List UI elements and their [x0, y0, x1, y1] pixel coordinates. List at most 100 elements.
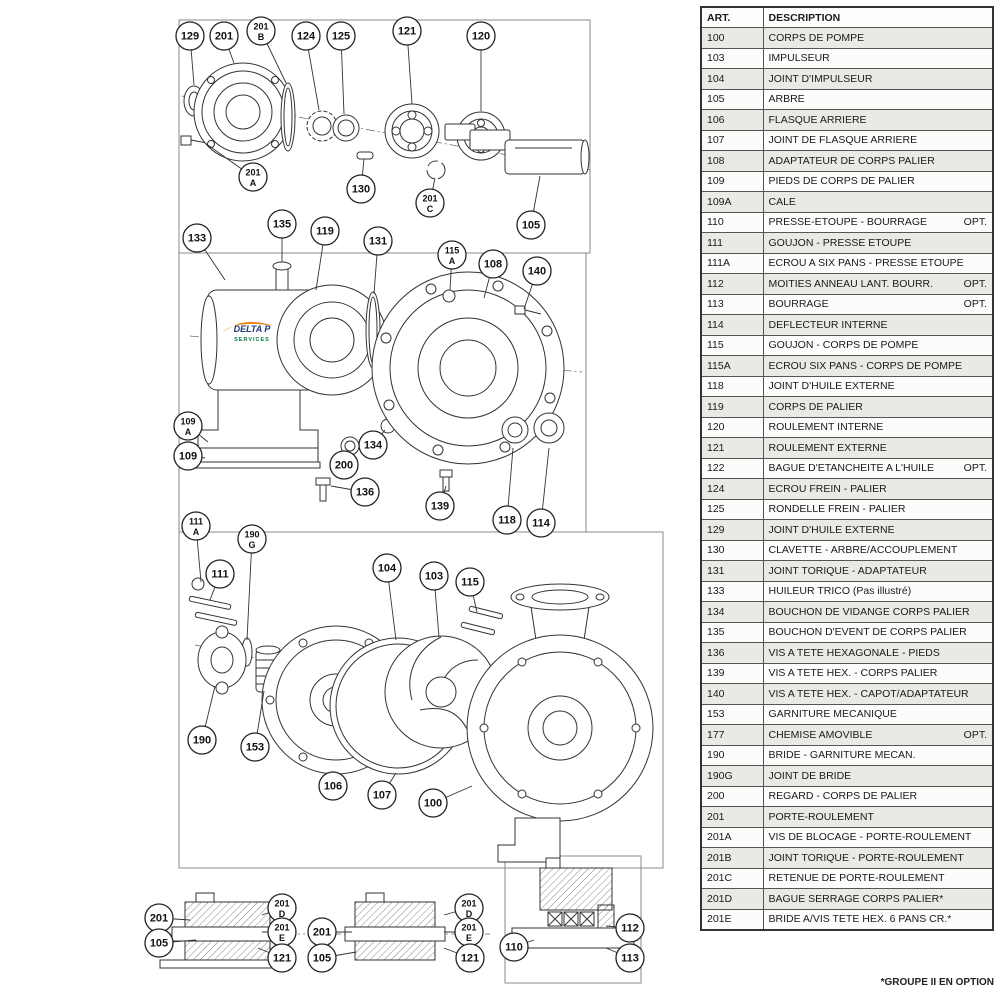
part-number: 130	[700, 539, 764, 561]
part-number: 124	[700, 478, 764, 500]
part-description: CALE	[762, 191, 994, 213]
svg-text:135: 135	[273, 219, 291, 231]
part-description: HUILEUR TRICO (Pas illustré)	[762, 580, 994, 602]
svg-text:109: 109	[179, 451, 197, 463]
part-number: 113	[700, 293, 764, 315]
part-description: GOUJON - CORPS DE POMPE	[762, 334, 994, 356]
part-number: 135	[700, 621, 764, 643]
part-description: JOINT DE FLASQUE ARRIERE	[762, 129, 994, 151]
bearing-frame-view: DELTA P SERVICES	[189, 261, 583, 502]
table-header-row: ART. DESCRIPTION	[700, 6, 994, 28]
svg-text:111: 111	[211, 569, 228, 581]
part-description: BAGUE SERRAGE CORPS PALIER*	[762, 888, 994, 910]
part-description: IMPULSEUR	[762, 47, 994, 69]
svg-text:E: E	[279, 933, 285, 943]
svg-text:121: 121	[398, 26, 416, 38]
logo-line2: SERVICES	[234, 337, 270, 343]
part-number: 190	[700, 744, 764, 766]
part-description: REGARD - CORPS DE PALIER	[762, 785, 994, 807]
opt-flag: OPT.	[963, 728, 987, 741]
callout-201C: 201C	[415, 177, 445, 218]
part-number: 118	[700, 375, 764, 397]
svg-text:100: 100	[424, 798, 442, 810]
part-description: DEFLECTEUR INTERNE	[762, 314, 994, 336]
section-view-a	[150, 892, 305, 969]
part-description: JOINT TORIQUE - ADAPTATEUR	[762, 560, 994, 582]
svg-text:109: 109	[180, 417, 195, 427]
callout-136: 136	[330, 477, 380, 507]
part-description: ECROU SIX PANS - CORPS DE POMPE	[762, 355, 994, 377]
callout-115: 115	[455, 567, 485, 613]
callout-105: 105	[516, 175, 546, 240]
part-number: 109A	[700, 191, 764, 213]
callout-133: 133	[182, 223, 226, 281]
part-description: OPT.MOITIES ANNEAU LANT. BOURR.	[762, 273, 994, 295]
part-number: 140	[700, 683, 764, 705]
svg-text:107: 107	[373, 790, 391, 802]
svg-text:200: 200	[335, 460, 353, 472]
svg-text:A: A	[250, 178, 257, 188]
svg-text:108: 108	[484, 259, 502, 271]
svg-text:125: 125	[332, 31, 350, 43]
svg-text:B: B	[258, 32, 265, 42]
part-description: BOUCHON D'EVENT DE CORPS PALIER	[762, 621, 994, 643]
logo-line1: DELTA P	[234, 324, 272, 334]
svg-text:201: 201	[245, 168, 260, 178]
part-description: JOINT D'HUILE EXTERNE	[762, 519, 994, 541]
callout-109: 109	[173, 441, 206, 471]
callout-200: 200	[329, 450, 359, 480]
part-description: VIS DE BLOCAGE - PORTE-ROULEMENT	[762, 826, 994, 848]
svg-text:115: 115	[445, 246, 460, 256]
part-number: 106	[700, 109, 764, 131]
callout-131: 131	[363, 226, 393, 295]
svg-text:110: 110	[505, 942, 523, 954]
callout-129: 129	[175, 21, 205, 86]
callout-201A: 201A	[204, 142, 268, 192]
svg-text:G: G	[248, 540, 255, 550]
svg-text:D: D	[466, 909, 473, 919]
svg-text:103: 103	[425, 571, 443, 583]
part-description: BOUCHON DE VIDANGE CORPS PALIER	[762, 601, 994, 623]
part-description: RETENUE DE PORTE-ROULEMENT	[762, 867, 994, 889]
part-description: CLAVETTE - ARBRE/ACCOUPLEMENT	[762, 539, 994, 561]
part-number: 104	[700, 68, 764, 90]
part-number: 122	[700, 457, 764, 479]
part-description: JOINT DE BRIDE	[762, 765, 994, 787]
part-number: 105	[700, 88, 764, 110]
part-description: FLASQUE ARRIERE	[762, 109, 994, 131]
callout-190: 190	[187, 685, 217, 755]
part-description: OPT.BAGUE D'ETANCHEITE A L'HUILE	[762, 457, 994, 479]
callout-130: 130	[346, 158, 376, 204]
svg-text:C: C	[427, 204, 434, 214]
svg-text:D: D	[279, 909, 286, 919]
part-number: 100	[700, 27, 764, 49]
svg-text:121: 121	[461, 953, 479, 965]
callout-109A: 109A	[173, 411, 209, 443]
svg-text:129: 129	[181, 31, 199, 43]
part-number: 139	[700, 662, 764, 684]
pump-end-view	[188, 577, 654, 863]
part-description: JOINT TORIQUE - PORTE-ROULEMENT	[762, 847, 994, 869]
svg-text:119: 119	[316, 226, 334, 238]
part-number: 115A	[700, 355, 764, 377]
